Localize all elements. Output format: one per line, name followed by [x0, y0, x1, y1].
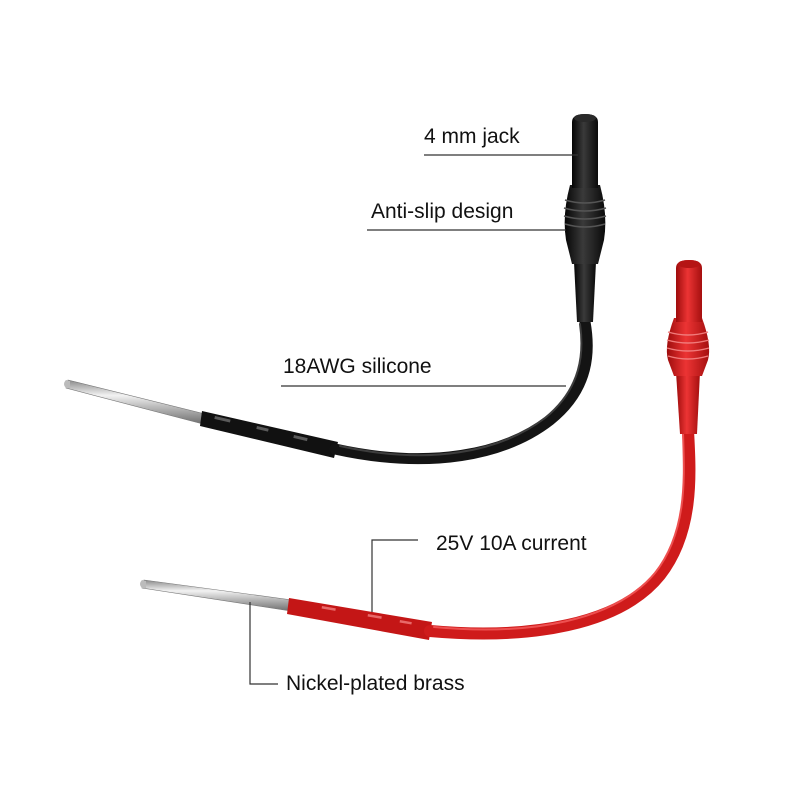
callout-rating: 25V 10A current [436, 532, 587, 555]
black-lead-sleeve [200, 411, 338, 458]
black-lead-grip [564, 185, 606, 264]
black-lead-strain-relief [574, 262, 596, 322]
callout-leader-lines [249, 154, 578, 685]
callout-wire: 18AWG silicone [283, 355, 432, 378]
red-lead-strain-relief [676, 372, 700, 434]
red-lead-wire [424, 424, 696, 640]
red-lead-ridges [666, 331, 710, 360]
leader-material [249, 602, 278, 685]
red-lead-pin [141, 579, 293, 612]
black-lead-sleeve-print [214, 415, 308, 442]
black-lead-ridges [563, 199, 607, 228]
black-lead-pin [65, 379, 206, 425]
callout-jack: 4 mm jack [424, 125, 520, 148]
black-lead-wire [329, 316, 593, 465]
red-lead-sleeve [287, 598, 432, 640]
red-lead-grip [666, 318, 710, 376]
red-lead-sleeve-print [321, 606, 412, 625]
callout-material: Nickel-plated brass [286, 672, 465, 695]
red-lead-pin-tip [140, 580, 146, 588]
black-lead-pin-tip [64, 380, 70, 388]
callout-anti-slip: Anti-slip design [371, 200, 514, 223]
red-lead-jack [676, 260, 702, 322]
black-test-lead [64, 114, 607, 465]
black-lead-jack [572, 114, 598, 188]
leader-rating [371, 539, 418, 612]
red-test-lead [140, 260, 710, 640]
